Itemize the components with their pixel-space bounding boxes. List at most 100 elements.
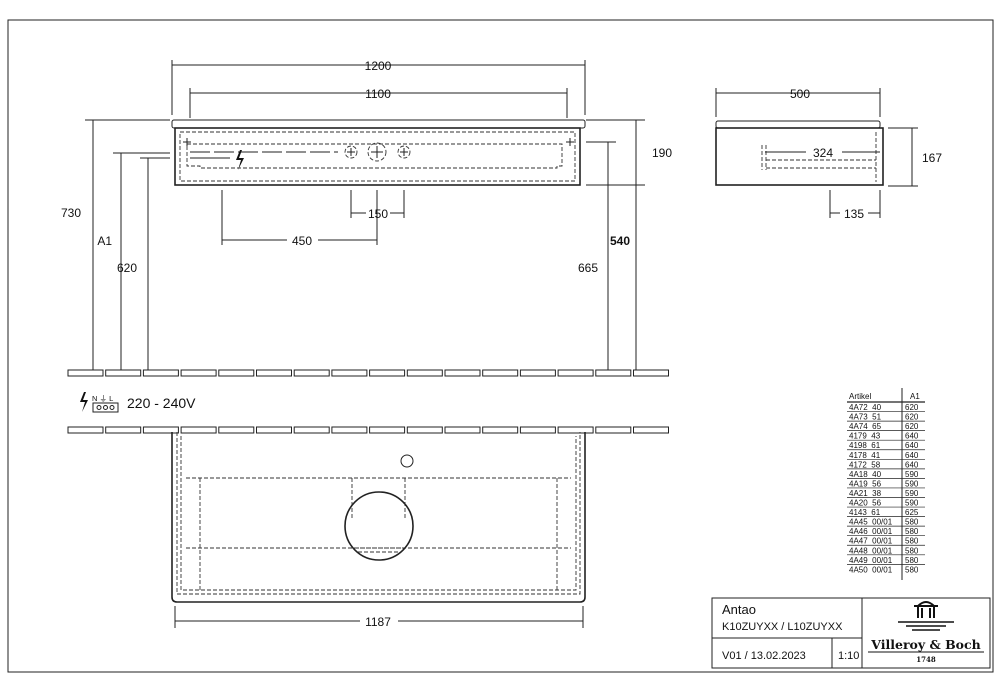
- floor-tile: [331, 369, 368, 377]
- brand-logo: Villeroy & Boch 1748: [868, 601, 984, 664]
- floor-tile: [557, 369, 594, 377]
- table-cell-artikel: 4172 58: [849, 460, 881, 469]
- brand-year: 1748: [916, 655, 936, 664]
- floor-tile: [256, 369, 292, 377]
- table-cell-artikel: 4179 43: [849, 432, 881, 441]
- table-cell-artikel: 4A46 00/01: [849, 527, 893, 536]
- table-cell-a1: 580: [905, 556, 919, 565]
- table-header-a1: A1: [910, 392, 920, 401]
- dim-a1: A1: [97, 234, 112, 248]
- table-cell-a1: 590: [905, 499, 919, 508]
- floor-tile: [482, 369, 519, 377]
- table-cell-artikel: 4A73 51: [849, 413, 882, 422]
- floor-tile: [218, 369, 255, 377]
- table-cell-a1: 580: [905, 537, 919, 546]
- floor-tile: [406, 369, 443, 377]
- electric-icon: [236, 150, 244, 170]
- dim-540: 540: [610, 234, 630, 248]
- dim-190: 190: [652, 146, 672, 160]
- dim-500: 500: [790, 87, 810, 101]
- floor-tile: [444, 369, 481, 377]
- floor-tile: [105, 426, 142, 434]
- article-table: Artikel A1 4A72 40 620 4A73 51 620 4A74 65 62…: [847, 388, 925, 580]
- floor-tile: [519, 426, 556, 434]
- version-date: V01 / 13.02.2023: [722, 650, 806, 662]
- side-view: 500 167 324 135: [715, 87, 942, 221]
- terminal-labels: N ⏚ L: [92, 394, 113, 403]
- table-cell-a1: 580: [905, 527, 919, 536]
- floor-tile: [218, 426, 255, 434]
- floor-tile: [633, 426, 669, 434]
- floor-tile: [293, 369, 330, 377]
- electrical-connection: N ⏚ L 220 - 240V: [80, 392, 196, 413]
- table-cell-artikel: 4A74 65: [849, 422, 882, 431]
- table-cell-a1: 580: [905, 546, 919, 555]
- dim-665: 665: [578, 261, 598, 275]
- table-cell-a1: 625: [905, 508, 919, 517]
- floor-tile: [67, 369, 104, 377]
- table-cell-a1: 640: [905, 441, 919, 450]
- dim-324: 324: [813, 146, 833, 160]
- table-cell-artikel: 4A48 00/01: [849, 546, 893, 555]
- drawing-frame: [7, 19, 994, 673]
- table-cell-artikel: 4A47 00/01: [849, 537, 893, 546]
- dim-167: 167: [922, 151, 942, 165]
- dim-135: 135: [844, 207, 864, 221]
- connection-center: [367, 142, 387, 162]
- table-cell-artikel: 4A50 00/01: [849, 565, 893, 574]
- table-cell-a1: 620: [905, 413, 919, 422]
- floor-tile: [67, 426, 104, 434]
- floor-tile: [369, 369, 406, 377]
- floor-tile: [369, 426, 406, 434]
- floor-tile: [406, 426, 443, 434]
- floor-tile: [633, 369, 669, 377]
- dim-width-total: 1200: [365, 59, 392, 73]
- table-cell-artikel: 4A45 00/01: [849, 518, 893, 527]
- floor-tiles: [67, 369, 669, 434]
- floor-tile: [519, 369, 556, 377]
- dim-width-inner: 1100: [365, 87, 391, 101]
- dim-450: 450: [292, 234, 312, 248]
- table-cell-artikel: 4178 41: [849, 451, 881, 460]
- table-cell-artikel: 4198 61: [849, 441, 881, 450]
- cabinet-front: [174, 127, 581, 186]
- table-cell-artikel: 4A19 56: [849, 479, 882, 488]
- table-cell-a1: 590: [905, 489, 919, 498]
- floor-tile: [444, 426, 481, 434]
- floor-tile: [595, 369, 632, 377]
- product-name: Antao: [722, 602, 756, 617]
- table-cell-a1: 620: [905, 403, 919, 412]
- dim-1187: 1187: [365, 615, 391, 629]
- floor-tile: [105, 369, 142, 377]
- table-cell-artikel: 4A49 00/01: [849, 556, 893, 565]
- dim-height-total: 730: [61, 206, 81, 220]
- table-cell-a1: 620: [905, 422, 919, 431]
- table-cell-a1: 590: [905, 470, 919, 479]
- dim-620: 620: [117, 261, 137, 275]
- product-codes: K10ZUYXX / L10ZUYXX: [722, 621, 843, 633]
- table-cell-a1: 580: [905, 565, 919, 574]
- table-cell-artikel: 4A21 38: [849, 489, 882, 498]
- table-cell-a1: 640: [905, 451, 919, 460]
- floor-tile: [557, 426, 594, 434]
- floor-tile: [180, 369, 217, 377]
- table-header-artikel: Artikel: [849, 392, 871, 401]
- floor-tile: [331, 426, 368, 434]
- table-cell-artikel: 4A18 40: [849, 470, 882, 479]
- floor-tile: [293, 426, 330, 434]
- floor-tile: [482, 426, 519, 434]
- voltage-label: 220 - 240V: [127, 395, 196, 411]
- table-cell-artikel: 4A20 56: [849, 499, 882, 508]
- terminal-block-icon: [92, 402, 119, 413]
- connection-left: [344, 145, 358, 159]
- table-cell-a1: 590: [905, 479, 919, 488]
- table-cell-artikel: 4A72 40: [849, 403, 882, 412]
- electric-icon: [80, 392, 88, 412]
- title-block: Antao K10ZUYXX / L10ZUYXX V01 / 13.02.20…: [711, 597, 991, 669]
- brand-name: Villeroy & Boch: [870, 637, 980, 652]
- table-cell-artikel: 4143 61: [849, 508, 881, 517]
- floor-tile: [595, 426, 632, 434]
- floor-tile: [180, 426, 217, 434]
- countertop: [171, 119, 586, 129]
